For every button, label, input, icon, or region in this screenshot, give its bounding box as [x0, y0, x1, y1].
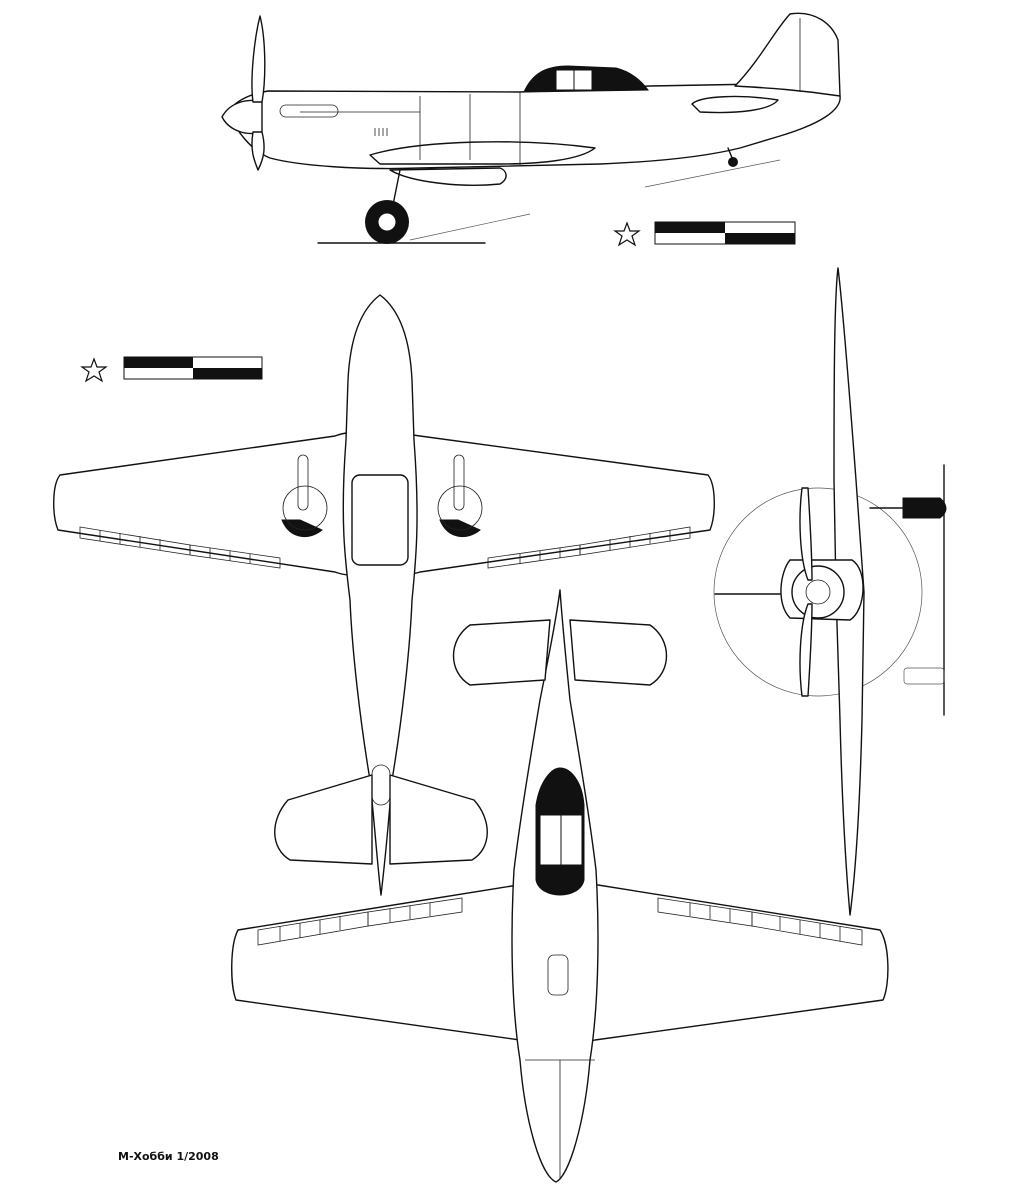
underside-view [53, 294, 715, 896]
front-view [713, 267, 947, 916]
side-view [221, 12, 841, 247]
star-insignia-icon [80, 357, 108, 383]
top-view [231, 589, 889, 1183]
star-insignia-icon [613, 221, 641, 247]
rudder-stripe-marking-icon [654, 221, 796, 245]
rudder-stripe-marking-icon [123, 356, 263, 380]
source-caption: М-Хобби 1/2008 [118, 1150, 219, 1163]
